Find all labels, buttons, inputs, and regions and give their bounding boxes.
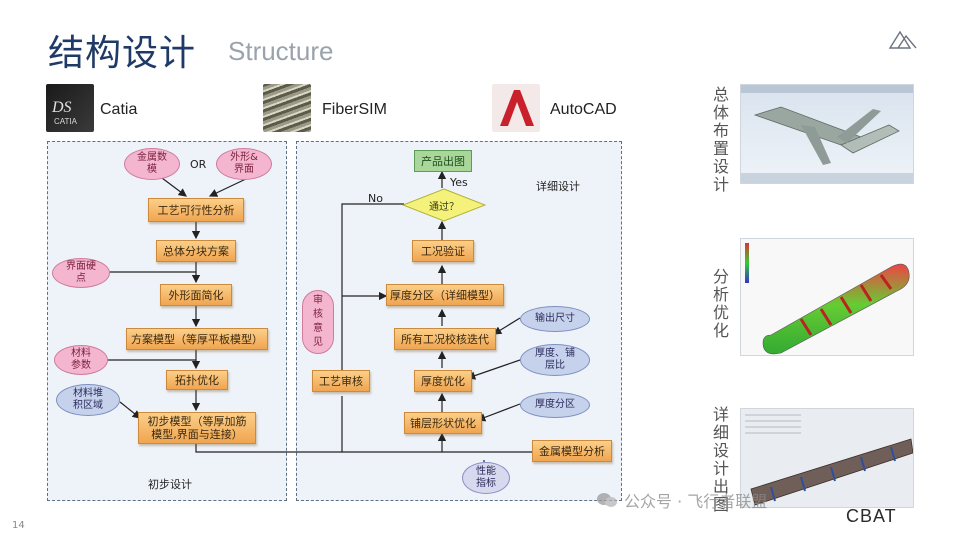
block-plan-box: 总体分块方案 <box>156 240 236 262</box>
thickness-opt-box: 厚度优化 <box>414 370 472 392</box>
thickness-zones-node: 厚度分区 <box>520 392 590 418</box>
pass-decision-diamond <box>402 188 486 222</box>
review-opinion-node: 审核意见 <box>302 290 334 354</box>
page-number: 14 <box>12 520 25 531</box>
perf-index-node: 性能指标 <box>462 462 510 494</box>
yes-label: Yes <box>450 176 468 189</box>
shape-interface-node: 外形&界面 <box>216 148 272 180</box>
prelim-design-label: 初步设计 <box>148 478 192 491</box>
all-iter-box: 所有工况校核迭代 <box>394 328 496 350</box>
fibersim-icon <box>263 84 311 132</box>
catia-label: Catia <box>100 101 138 118</box>
process-review-box: 工艺审核 <box>312 370 370 392</box>
initial-model-box: 初步模型（等厚加筋模型,界面与连接） <box>138 412 256 444</box>
page-title: 结构设计 <box>48 33 197 74</box>
wechat-icon <box>597 493 617 507</box>
autocad-label: AutoCAD <box>550 101 617 118</box>
condition-verify-box: 工况验证 <box>412 240 474 262</box>
aircraft-layout-image <box>740 84 914 184</box>
material-params-node: 材料参数 <box>54 345 108 375</box>
svg-text:CATIA: CATIA <box>54 117 78 126</box>
pass-check-label: 通过？ <box>429 202 459 213</box>
analysis-optimization-label: 分析优化 <box>712 267 729 340</box>
detail-design-label: 详细设计 <box>536 180 580 193</box>
ply-shape-opt-box: 铺层形状优化 <box>404 412 482 434</box>
page-subtitle: Structure <box>228 36 334 66</box>
metal-model-node: 金属数模 <box>124 148 180 180</box>
shape-simplify-box: 外形面简化 <box>160 284 232 306</box>
fibersim-label: FiberSIM <box>322 101 387 118</box>
no-label: No <box>368 192 383 205</box>
brand-mark: CBAT <box>846 506 897 526</box>
thickness-zone-detail-box: 厚度分区（详细模型） <box>386 284 504 306</box>
layup-region-node: 材料堆积区域 <box>56 384 120 416</box>
detail-drawing-label: 详细设计出图 <box>712 405 729 514</box>
watermark-text: 公众号 · 飞行者联盟 <box>624 492 768 511</box>
autocad-icon <box>492 84 540 132</box>
or-label: OR <box>190 158 207 171</box>
interface-points-node: 界面硬点 <box>52 258 110 288</box>
product-output-box: 产品出图 <box>414 150 472 172</box>
feasibility-box: 工艺可行性分析 <box>148 198 244 222</box>
metal-analysis-box: 金属模型分析 <box>532 440 612 462</box>
fem-analysis-image <box>740 238 914 356</box>
thick-ply-ratio-node: 厚度、铺层比 <box>520 344 590 376</box>
layout-design-label: 总体布置设计 <box>712 85 729 194</box>
mountain-logo-icon <box>888 30 917 49</box>
topology-box: 拓扑优化 <box>166 370 228 390</box>
svg-text:DS: DS <box>51 99 72 116</box>
detail-drawing-image <box>740 408 914 508</box>
wechat-watermark: 公众号 · 飞行者联盟 <box>596 488 767 512</box>
scheme-model-box: 方案模型（等厚平板模型） <box>126 328 268 350</box>
output-size-node: 输出尺寸 <box>520 306 590 332</box>
